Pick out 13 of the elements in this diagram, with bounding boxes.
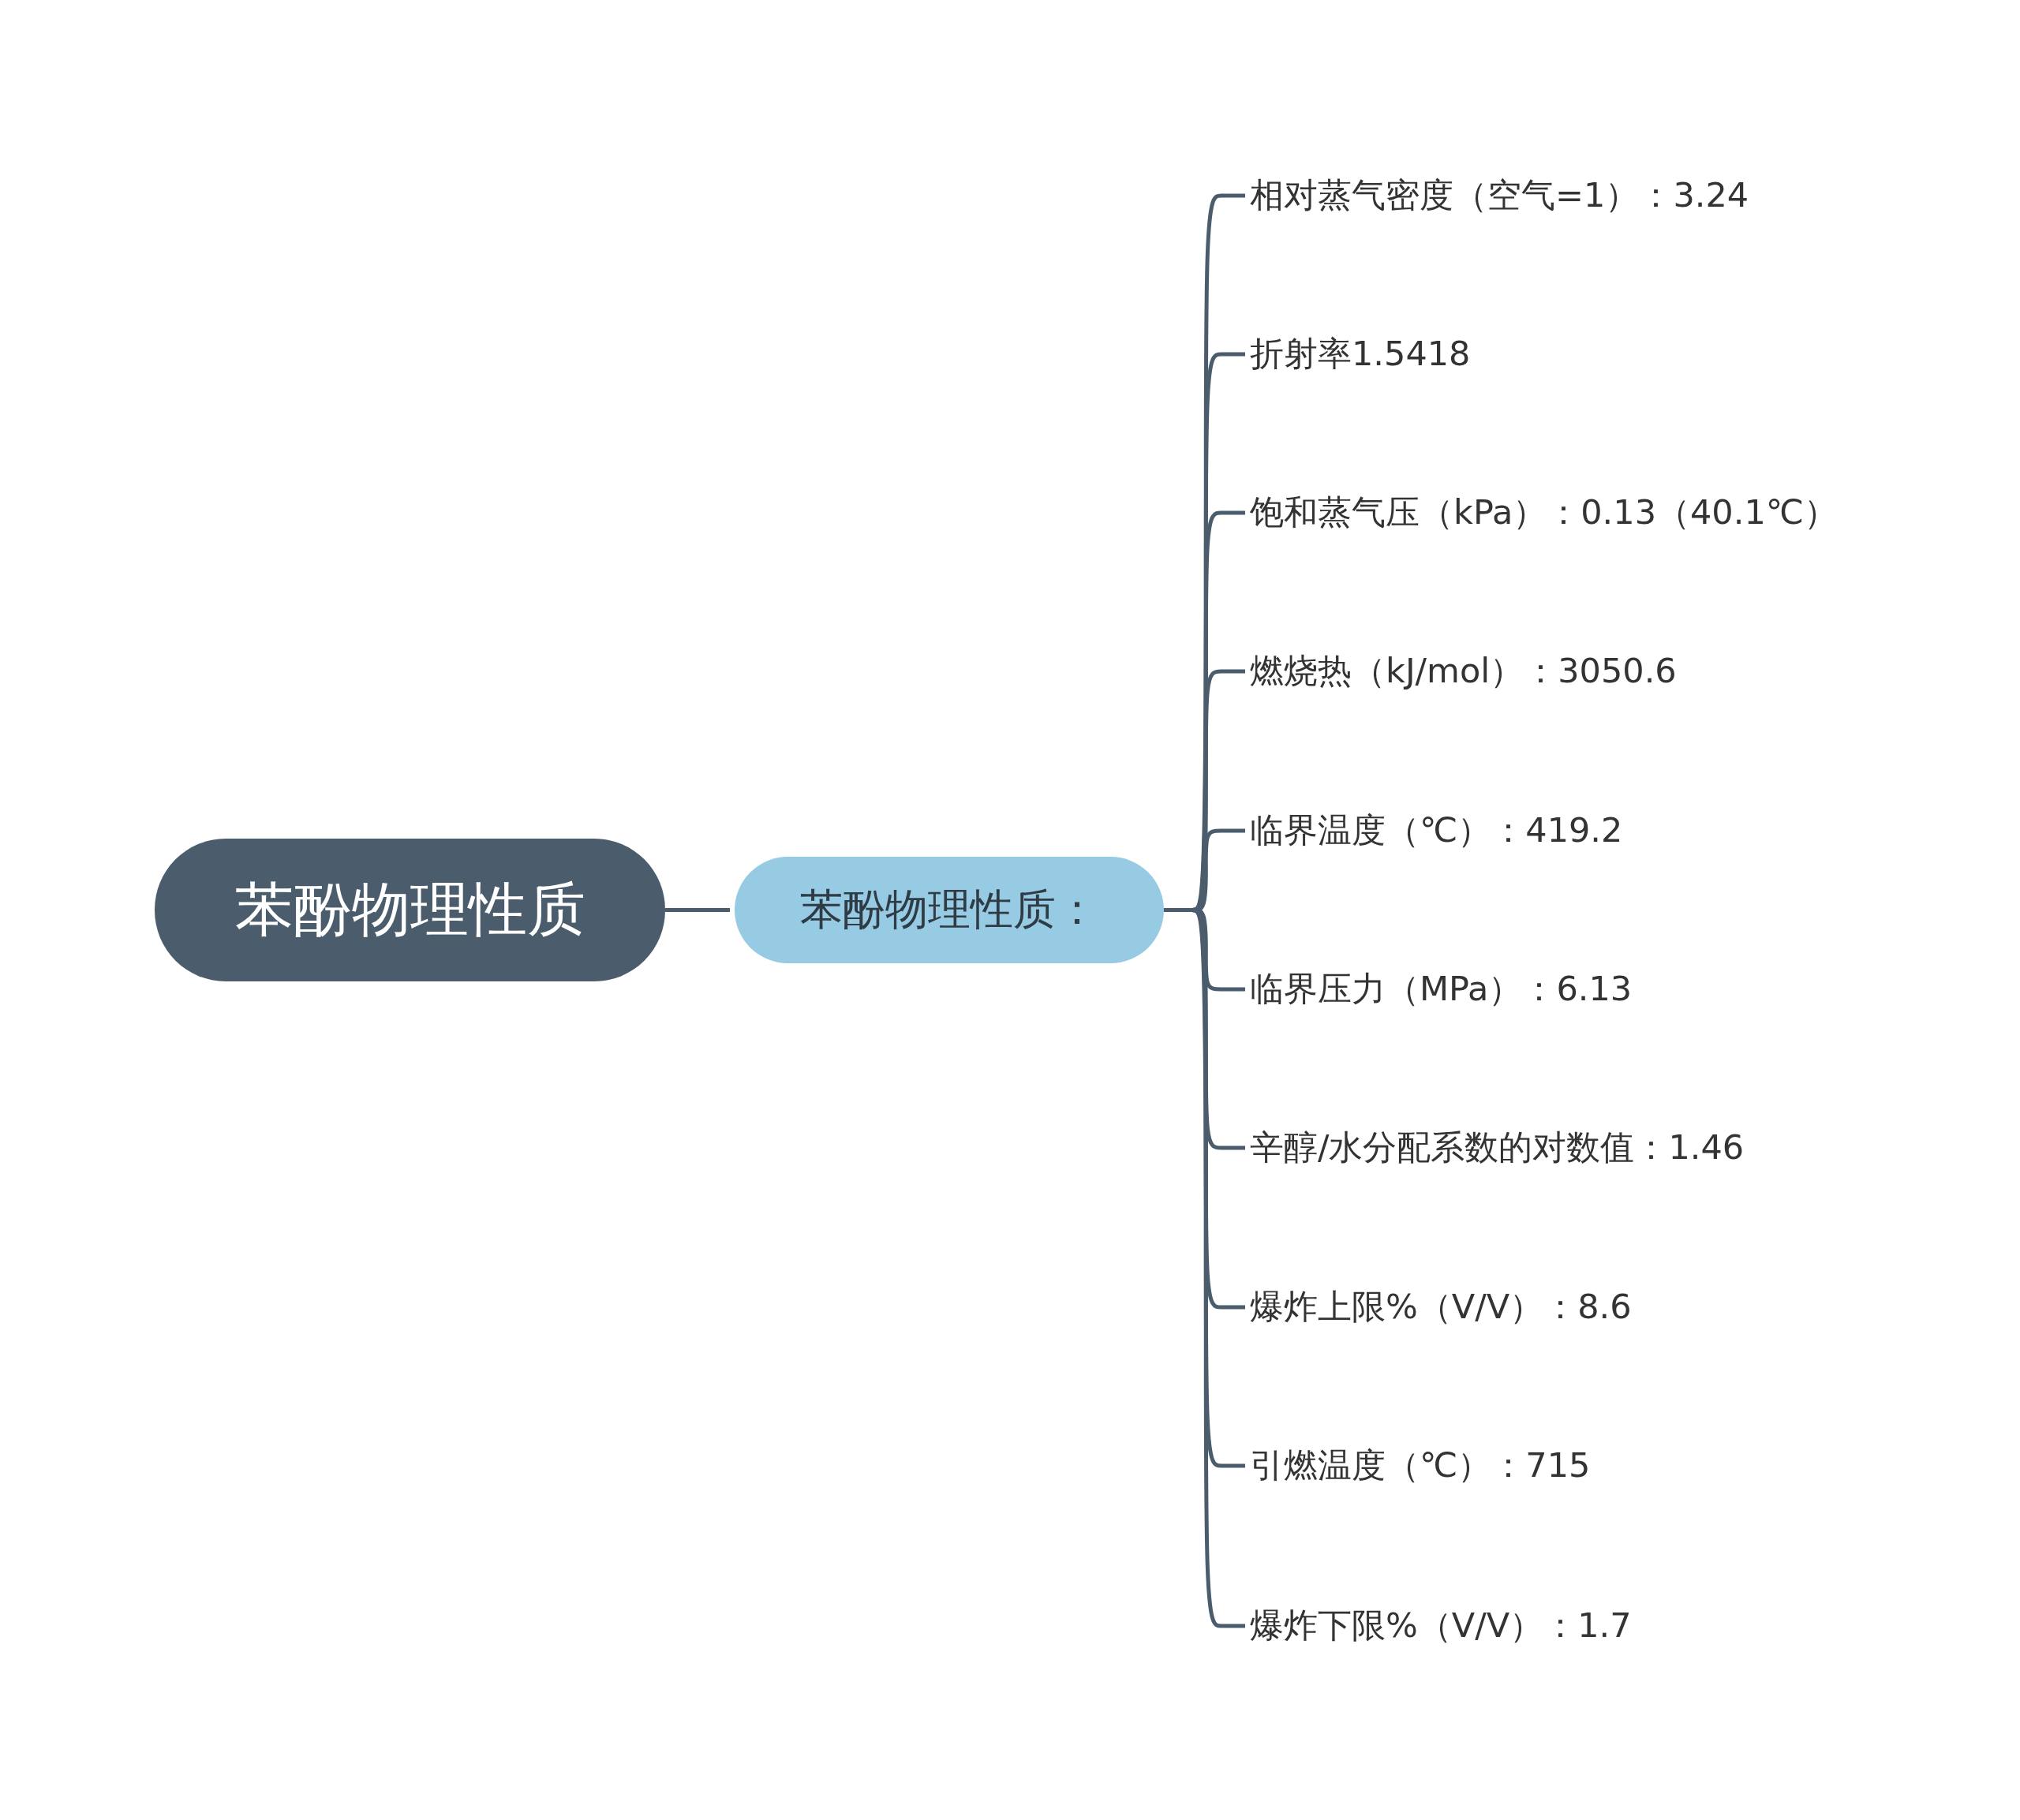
branch-topic: 苯酚物理性质： — [735, 857, 1164, 963]
property-text: 临界温度（℃）：419.2 — [1250, 810, 1623, 851]
property-text: 爆炸上限%（V/V）：8.6 — [1250, 1287, 1632, 1328]
property-text: 辛醇/水分配系数的对数值：1.46 — [1250, 1127, 1745, 1168]
property-text: 引燃温度（℃）：715 — [1250, 1445, 1591, 1486]
property-text: 相对蒸气密度（空气=1）：3.24 — [1250, 175, 1749, 216]
property-text: 爆炸下限%（V/V）：1.7 — [1250, 1605, 1632, 1646]
property-text: 折射率1.5418 — [1250, 334, 1471, 375]
connector-line — [665, 908, 730, 912]
property-text: 饱和蒸气压（kPa）：0.13（40.1℃） — [1250, 492, 1839, 533]
property-text: 临界压力（MPa）：6.13 — [1250, 969, 1633, 1010]
property-text: 燃烧热（kJ/mol）：3050.6 — [1250, 651, 1677, 692]
central-topic: 苯酚物理性质 — [155, 839, 665, 981]
